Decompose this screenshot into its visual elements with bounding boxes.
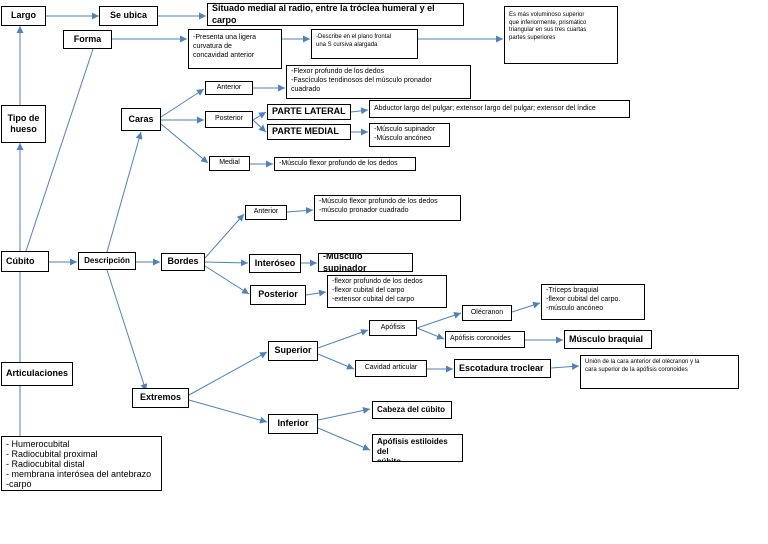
node-musculo-braquial: Músculo braquial (564, 330, 652, 349)
node-supinador-anconeo: -Músculo supinador -Músculo ancóneo (369, 123, 450, 147)
connector-arrow (317, 329, 369, 349)
connector-arrow (188, 399, 268, 424)
connector-arrow (416, 327, 445, 340)
node-parte-medial: PARTE MEDIAL (267, 124, 351, 140)
connector-arrow (204, 259, 249, 267)
node-cabeza-cubito: Cabeza del cúbito (372, 401, 452, 419)
connector-arrow (350, 107, 369, 115)
node-flexor-list: -flexor profundo de los dedos -flexor cu… (327, 275, 447, 308)
node-parte-lateral: PARTE LATERAL (267, 104, 351, 120)
node-se-ubica: Se ubica (99, 6, 158, 26)
node-inferior: Inferior (268, 414, 318, 434)
node-descripcion: Descripción (78, 252, 136, 270)
connector-arrow (160, 123, 209, 164)
node-triceps: -Tríceps braquial -flexor cubital del ca… (541, 284, 645, 320)
node-posterior-caras: Posterior (205, 111, 253, 128)
node-cavidad-articular: Cavidad articular (355, 360, 427, 377)
node-situado: Situado medial al radio, entre la trócle… (207, 3, 464, 26)
connector-arrow (106, 131, 143, 253)
node-apofisis-coronoides: Apófisis coronoides (445, 331, 525, 348)
connector-arrow (106, 269, 148, 392)
connector-arrow (317, 353, 355, 370)
node-flexor-medial: -Músculo flexor profundo de los dedos (274, 157, 416, 171)
node-escotadura-troclear: Escotadura troclear (454, 359, 551, 378)
node-apofisis-estiloides: Apófisis estiloides del cúbito (372, 434, 463, 462)
node-anterior-bordes: Anterior (245, 205, 287, 220)
node-bordes: Bordes (161, 253, 205, 271)
node-abductor: Abductor largo del pulgar; extensor larg… (369, 100, 630, 118)
node-interoseo: Interóseo (249, 254, 301, 273)
connector-arrow (204, 265, 250, 295)
connector-arrow (252, 119, 267, 133)
connector-arrow (550, 363, 580, 370)
connector-arrow (305, 289, 327, 297)
node-mas-voluminoso: Es más voluminoso superior que inferiorm… (504, 6, 618, 64)
node-flexor-pronador-caras: -Flexor profundo de los dedos -Fascículo… (286, 65, 471, 99)
node-forma: Forma (63, 30, 112, 49)
connector-arrow (416, 311, 462, 329)
node-medial: Medial (209, 156, 250, 171)
connector-arrow (511, 301, 541, 313)
connector-arrow (25, 48, 94, 252)
node-musculo-supinador: -Músculo supinador (318, 253, 413, 272)
node-olecranon: Olécranon (462, 305, 512, 321)
connector-arrow (188, 351, 268, 396)
node-union: Unión de la cara anterior del olécranon … (580, 355, 739, 389)
node-extremos: Extremos (132, 388, 189, 408)
node-superior: Superior (268, 341, 318, 361)
connector-arrow (317, 427, 371, 451)
node-apofisis: Apófisis (369, 320, 417, 336)
connector-arrow (252, 111, 267, 121)
node-cubito: Cúbito (1, 251, 49, 272)
node-largo: Largo (1, 6, 46, 26)
node-articulaciones: Articulaciones (1, 362, 73, 386)
connector-arrow (317, 407, 371, 421)
node-articulaciones-list: - Humerocubital - Radiocubital proximal … (1, 436, 162, 491)
node-caras: Caras (121, 108, 161, 131)
connector-arrow (286, 207, 314, 215)
node-anterior-caras: Anterior (205, 81, 253, 95)
node-describe: -Describe en el plano frontal una S curs… (311, 29, 418, 59)
connector-arrow (160, 88, 205, 118)
connector-arrow (204, 213, 245, 259)
node-tipo-de-hueso: Tipo de hueso (1, 105, 46, 143)
node-flexor-pronador-bordes: -Músculo flexor profundo de los dedos -m… (314, 195, 461, 221)
node-curvatura: -Presenta una ligera curvatura de concav… (188, 29, 282, 69)
node-posterior-bordes: Posterior (250, 285, 306, 305)
